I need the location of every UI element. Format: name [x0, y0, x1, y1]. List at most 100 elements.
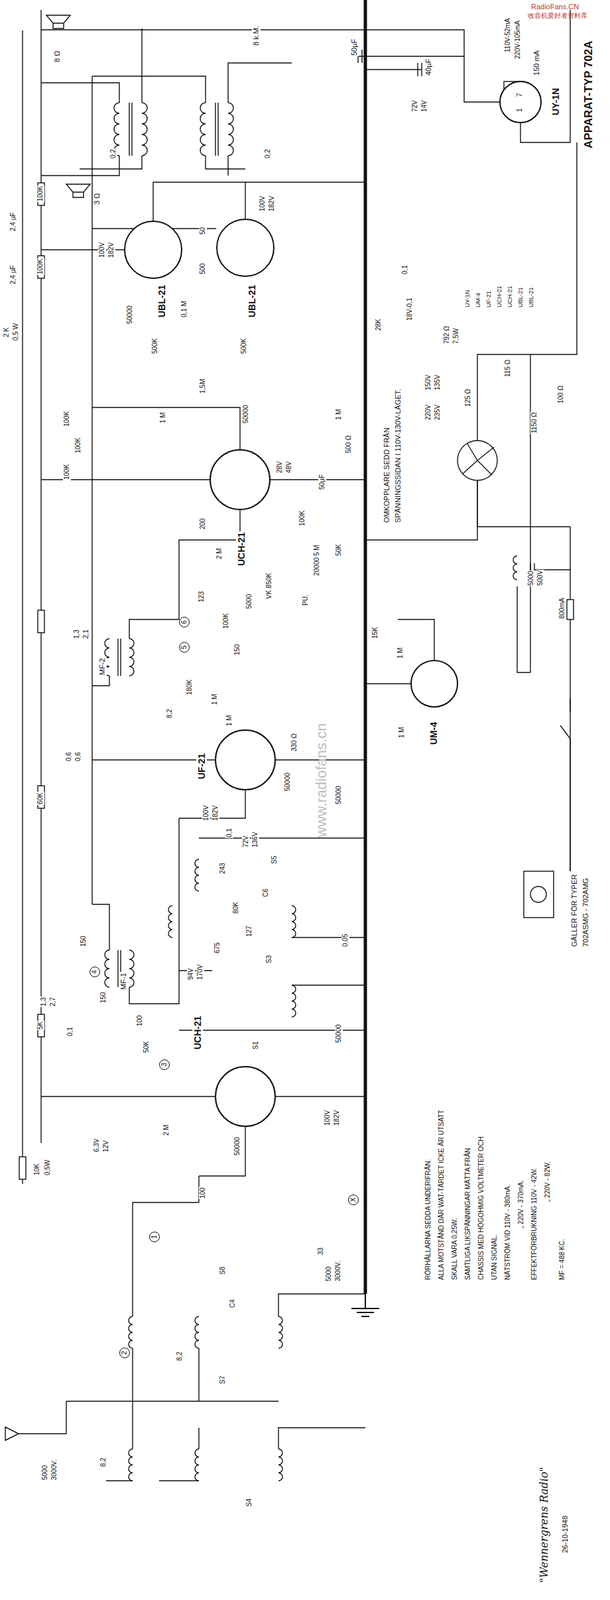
note-text: ALLA MOTSTÅND DÄR WAT-TÄRDET ICKE ÄR UTS… — [437, 1109, 446, 1282]
callout-number: 4 — [89, 967, 101, 978]
tube-socket: UY-1N — [499, 80, 542, 124]
component-value: 50 — [198, 226, 207, 236]
component-value: 8 Ω — [53, 50, 62, 63]
component-value: UCH-21 — [506, 285, 514, 309]
component-value: 500 Ω — [344, 434, 353, 455]
tube-socket: UBL-21 — [216, 218, 275, 278]
component-value: 2,4 µF — [9, 264, 18, 286]
component-value: S1 — [251, 1041, 260, 1051]
component-value: 100K — [298, 510, 307, 528]
component-value: VK 850K — [265, 572, 274, 601]
component-value: 220V-105mA — [513, 19, 522, 60]
component-value: 2 K — [2, 326, 11, 339]
component-value: 50µF — [350, 38, 359, 57]
component-value: MF-2 — [98, 657, 107, 677]
note-text: SAMTLIGA LIKSPÄNNINGAR MÄTTA FRÅN — [464, 1148, 473, 1282]
component-value: SPÄNNINGSSIDAN I 110V-130V-LÄGET. — [393, 388, 403, 524]
component-value: 150 — [233, 643, 242, 657]
component-value: 94V — [186, 968, 195, 982]
component-value: OMKOPPLARE SEDD FRÅN — [382, 427, 392, 524]
component-value: 8 k.M. — [251, 25, 261, 47]
signature: 26-10-1948 — [560, 1516, 570, 1555]
component-value: 5K — [36, 1021, 45, 1032]
component-value: 1,3 — [72, 629, 81, 640]
component-value: 50000 — [125, 305, 134, 325]
component-value: 180K — [185, 679, 194, 697]
note-text: MF = 488 KC. — [558, 1239, 567, 1282]
component-value: 48V — [285, 460, 294, 475]
tube-type: UF-21 — [196, 753, 207, 781]
component-value: 100 Ω — [556, 385, 565, 405]
tube-socket: UM-4 — [410, 660, 459, 709]
component-value: UBL-21 — [517, 286, 524, 309]
component-value: UM-4 — [474, 292, 482, 309]
component-value: S3 — [265, 955, 274, 965]
component-value: 500K — [151, 338, 160, 355]
component-value: 675 — [213, 942, 222, 955]
component-value: 200 — [198, 517, 207, 531]
component-value: 50000 — [334, 1024, 343, 1045]
component-value: 1,3 — [39, 997, 48, 1008]
component-value: 33 — [316, 1247, 325, 1257]
component-value: 235V — [433, 404, 442, 422]
component-value: 150 — [99, 991, 108, 1005]
component-value: 182V — [332, 1110, 341, 1128]
component-value: MF-1 — [119, 972, 128, 992]
component-value: 100V — [202, 805, 211, 823]
component-value: 50K — [334, 543, 343, 557]
tube-type: UCH-21 — [236, 531, 247, 567]
note-text: EFFEKTFÖRBRUKNING 110V - 42W. — [530, 1168, 539, 1282]
component-value: 100K — [62, 411, 71, 428]
component-value: 150 — [79, 935, 88, 949]
component-value: S4 — [245, 1499, 254, 1509]
component-value: 792 Ω — [442, 325, 451, 345]
component-value: 3 Ω — [92, 192, 102, 206]
component-value: 8,2 — [99, 1458, 108, 1469]
component-value: 15K — [371, 626, 380, 640]
component-value: 1 M — [225, 714, 234, 728]
component-value: 150 mA — [532, 49, 542, 77]
component-value: 127 — [245, 925, 254, 939]
component-value: UF-21 — [485, 290, 492, 309]
component-value: 182V — [211, 805, 220, 823]
component-value: 100V — [323, 1110, 332, 1128]
callout-number: X — [348, 1195, 359, 1207]
note-text: RÖRHÅLLARNA SEDDA UNDERIFRÅN. — [424, 1159, 433, 1282]
component-value: 170V — [196, 964, 205, 982]
component-value: 182V — [107, 242, 116, 259]
callout-number: 5 — [179, 642, 190, 654]
component-value: 125 Ω — [464, 388, 473, 408]
component-value: 2 M — [215, 547, 224, 561]
callout-number: 2 — [119, 1348, 130, 1360]
component-value: 72V — [411, 99, 420, 113]
component-value: 2,7 — [49, 997, 58, 1008]
component-value: 0,1 — [225, 828, 234, 839]
component-value: 50K — [142, 1040, 151, 1055]
component-value: 12V — [102, 1140, 111, 1154]
component-value: 0,5W — [43, 1160, 52, 1177]
component-value: 0,1 — [401, 264, 410, 276]
component-value: 135V — [433, 374, 442, 392]
tube-type: UM-4 — [428, 722, 439, 746]
component-value: 72V — [242, 835, 250, 849]
component-value: 8,2 — [165, 708, 174, 720]
component-value: 50000 — [242, 404, 250, 425]
note-text: SKALL VARA 0,25W. — [450, 1218, 459, 1282]
component-value: 3000V. — [50, 1460, 59, 1482]
component-value: 100K — [36, 185, 45, 203]
component-value: 100V — [258, 195, 267, 213]
component-value: 0,2 — [263, 148, 272, 160]
component-value: 1 M — [397, 726, 406, 740]
component-value: C6 — [261, 888, 270, 899]
watermark: RadioFans.CN — [530, 2, 580, 12]
component-value: 10K — [33, 1163, 42, 1177]
component-value: 28K — [374, 318, 383, 332]
component-value: 500V — [536, 570, 545, 587]
component-value: 100 — [198, 1187, 207, 1201]
sheet-title: APPARAT-TYP 702A — [582, 40, 596, 150]
component-value: 100K — [222, 613, 231, 630]
component-value: 80K — [232, 901, 241, 915]
callout-number: 3 — [159, 1060, 170, 1071]
